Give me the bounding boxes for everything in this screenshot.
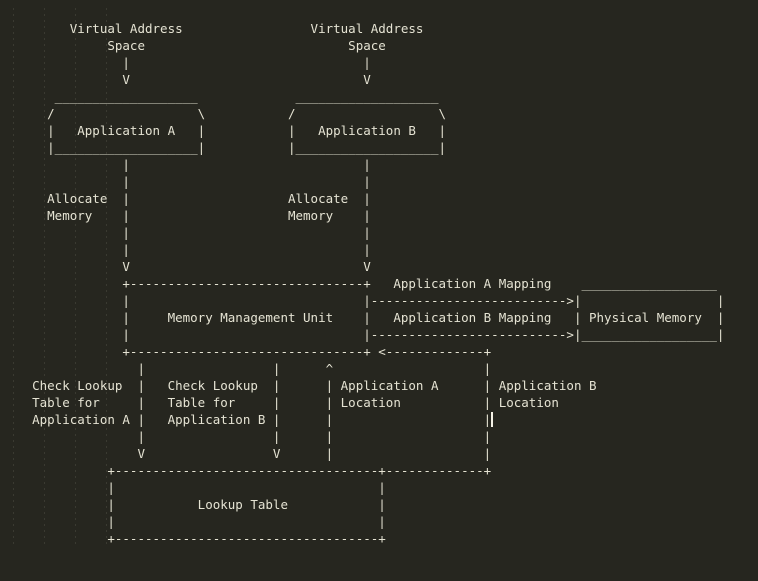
ascii-diagram[interactable]: Virtual Address Virtual Address Space Sp… xyxy=(32,21,725,546)
